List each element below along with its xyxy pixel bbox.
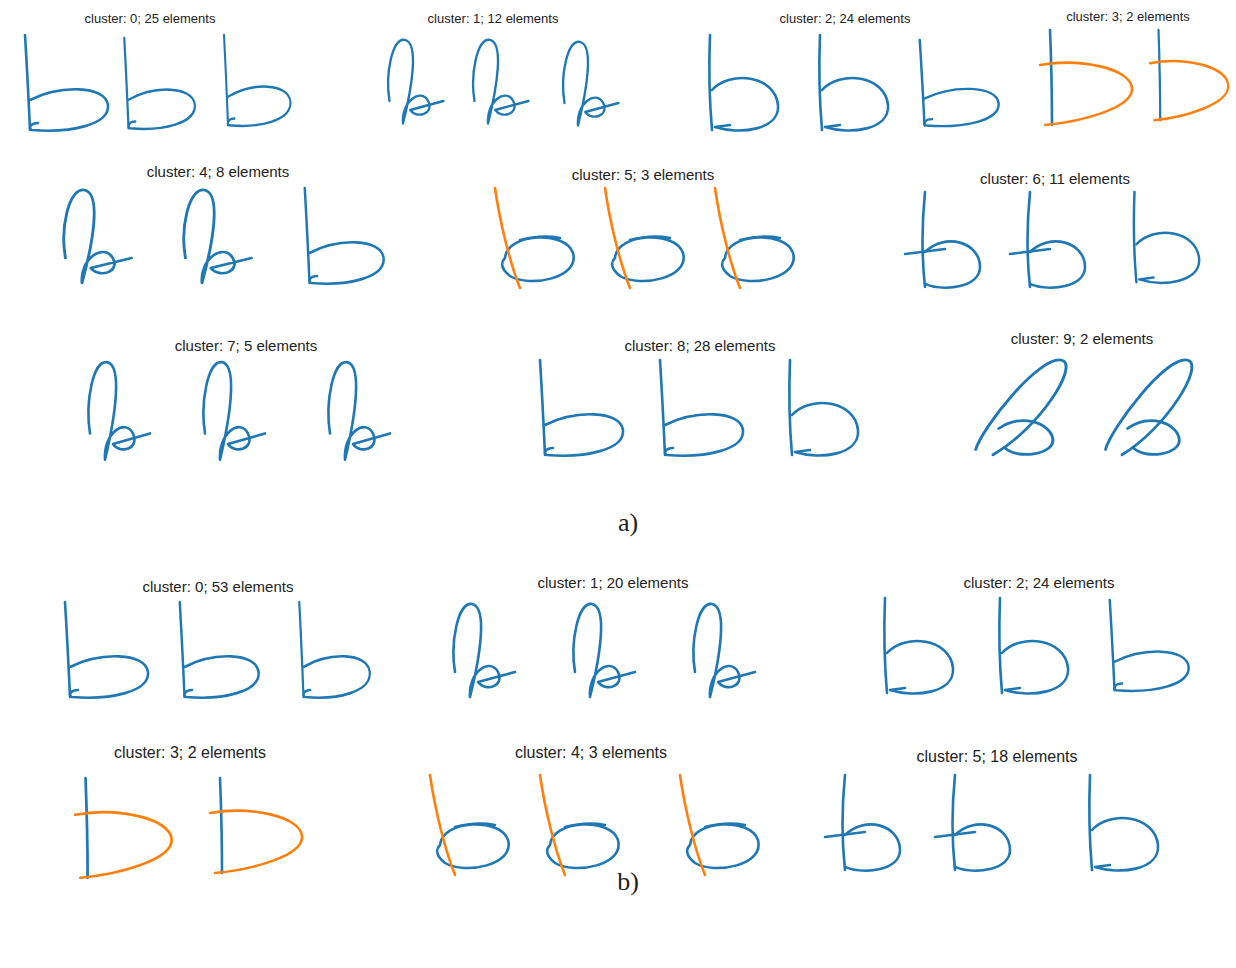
cluster-label: cluster: 1; 20 elements [538,574,689,591]
cluster-label: cluster: 1; 12 elements [428,12,559,27]
cluster-label: cluster: 2; 24 elements [780,12,911,27]
cluster-label: cluster: 3; 2 elements [114,744,266,762]
cluster-label: cluster: 5; 18 elements [917,748,1078,766]
cluster-label: cluster: 4; 3 elements [515,744,667,762]
cluster-label: cluster: 0; 53 elements [143,578,294,595]
cluster-label: cluster: 3; 2 elements [1066,10,1190,25]
cluster-label: cluster: 5; 3 elements [572,166,715,183]
cluster-label: cluster: 2; 24 elements [964,574,1115,591]
cluster-label: cluster: 9; 2 elements [1011,330,1154,347]
panel-label: b) [617,867,639,897]
cluster-label: cluster: 7; 5 elements [175,337,318,354]
panel-label: a) [618,508,638,538]
cluster-label: cluster: 8; 28 elements [625,337,776,354]
cluster-label: cluster: 6; 11 elements [980,170,1130,187]
cluster-label: cluster: 4; 8 elements [147,163,290,180]
cluster-label: cluster: 0; 25 elements [85,12,216,27]
